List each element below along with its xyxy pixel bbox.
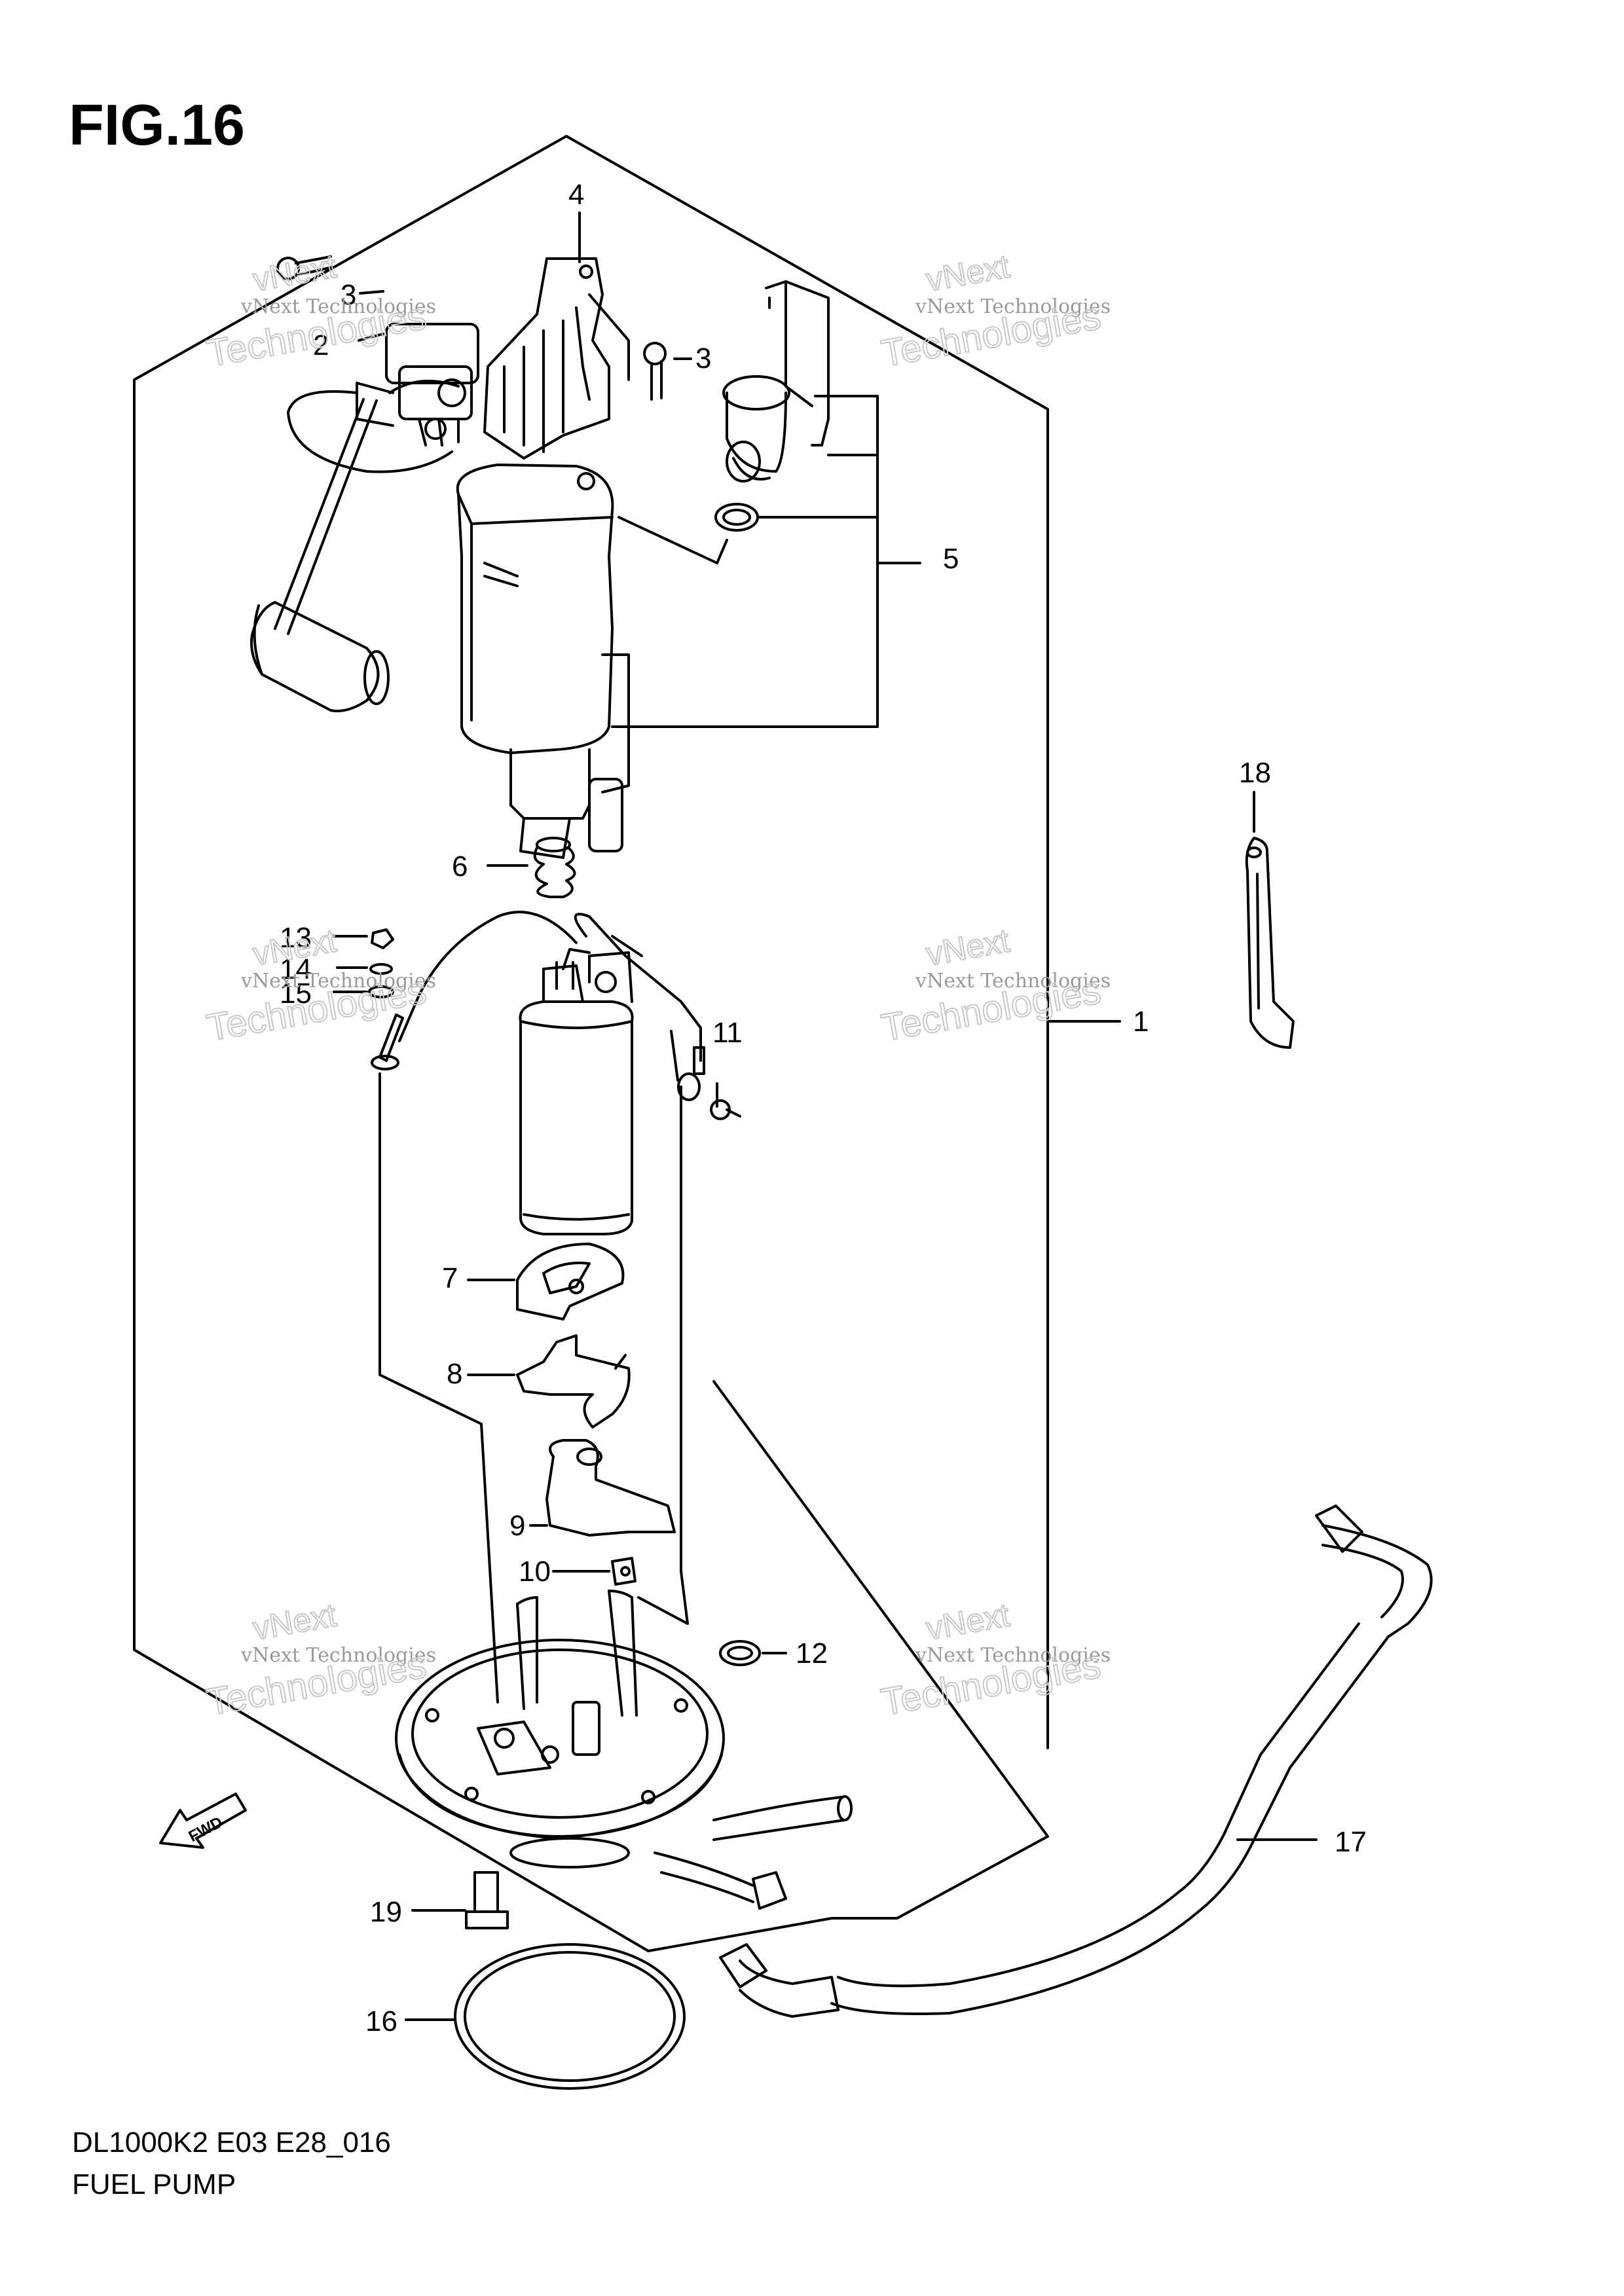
callout-11: 11 [712,1017,743,1049]
fwd-arrow-icon [159,1793,247,1849]
callout-3b: 3 [695,342,711,374]
callout-4: 4 [568,179,584,211]
svg-text:vNext Technologies: vNext Technologies [240,1644,436,1667]
callout-2: 2 [313,329,329,361]
svg-text:vNext Technologies: vNext Technologies [915,1644,1111,1667]
pressure-regulator [722,280,830,483]
washer-14 [369,963,393,975]
pump-wire-harness [371,911,705,1101]
callout-7: 7 [442,1262,458,1294]
callout-12: 12 [796,1637,828,1669]
screw-upper-left [276,255,334,280]
screw-pump-ground [710,1099,741,1120]
fuel-level-float [250,601,390,712]
callout-17: 17 [1335,1826,1367,1858]
o-ring-regulator [714,503,759,532]
watermark-bottom-center: vNext vNext Technologies Technologies [877,1595,1111,1724]
callout-8: 8 [447,1358,462,1390]
svg-text:vNext: vNext [923,247,1012,298]
svg-text:vNext: vNext [250,1596,339,1647]
figure-code: DL1000K2 E03 E28_016 [72,2126,391,2159]
leader-lines [333,211,1318,2021]
clip-10 [611,1557,637,1586]
callout-3a: 3 [341,279,356,311]
screw-upper-right [643,342,667,401]
bolt-19 [465,1871,509,1929]
hose-clamp-18 [1245,837,1295,1049]
watermark-middle-left: vNext vNext Technologies Technologies [203,921,436,1049]
callout-16: 16 [365,2005,397,2037]
fuel-pump-housing [456,464,728,859]
nut-13 [371,928,394,949]
svg-text:vNext: vNext [923,922,1012,972]
watermark-top-center: vNext vNext Technologies Technologies [877,247,1111,375]
fuel-pump-motor [519,948,634,1235]
fuel-feed-hose-17 [719,1504,1433,2018]
svg-text:vNext Technologies: vNext Technologies [915,295,1111,318]
figure-name: FUEL PUMP [72,2168,236,2200]
pump-rubber-cushion [533,837,576,898]
figure-title: FIG.16 [69,92,245,157]
callout-13: 13 [280,922,312,954]
base-gasket-16 [454,1943,686,2090]
watermark-bottom-left: vNext vNext Technologies Technologies [203,1595,436,1724]
callout-6: 6 [452,850,468,883]
washer-15 [368,985,394,998]
svg-text:vNext: vNext [923,1596,1012,1647]
svg-text:vNext: vNext [250,922,339,972]
fuel-filter [545,1439,676,1537]
svg-text:vNext Technologies: vNext Technologies [915,970,1111,993]
assembly-outline [133,135,1049,1952]
pump-bracket [483,257,630,460]
svg-text:vNext Technologies: vNext Technologies [240,295,436,318]
svg-text:vNext: vNext [250,247,339,298]
callout-10: 10 [519,1556,551,1588]
callout-14: 14 [280,953,312,985]
callout-18: 18 [1239,757,1271,789]
o-ring-12 [719,1640,761,1666]
fuel-level-gauge [274,323,479,635]
callout-5: 5 [943,543,959,575]
pump-holder-upper [516,1243,625,1321]
callout-1: 1 [1133,1006,1149,1038]
watermark-middle-center: vNext vNext Technologies Technologies [877,921,1111,1049]
callout-19: 19 [370,1896,402,1928]
svg-text:vNext Technologies: vNext Technologies [240,970,436,993]
callout-15: 15 [280,977,312,1010]
pump-base-plate [395,1590,853,1910]
callout-9: 9 [509,1510,525,1542]
pump-holder-lower [516,1334,631,1429]
callout-labels: 1 2 3 3 4 5 6 7 8 9 10 11 12 13 14 15 16… [280,179,1367,2037]
